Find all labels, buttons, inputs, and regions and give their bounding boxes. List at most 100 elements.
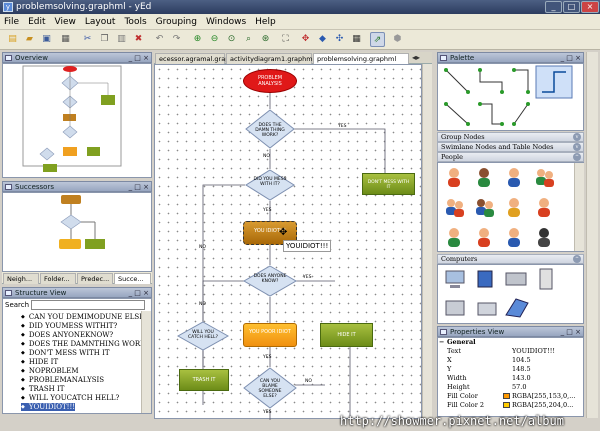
property-value[interactable]: 148.5: [512, 365, 531, 373]
node-decision-mess[interactable]: [245, 169, 295, 201]
print-icon[interactable]: ▦: [61, 34, 70, 44]
panel-window-buttons[interactable]: _ □ ×: [560, 328, 581, 336]
property-value[interactable]: 104.5: [512, 356, 531, 364]
copy-icon[interactable]: ❐: [100, 34, 109, 44]
tab-document-2[interactable]: activitydiagram1.graphml: [226, 53, 314, 64]
node-dont-mess[interactable]: DON'T MESS WITH IT: [362, 173, 415, 195]
node-decision-works[interactable]: [245, 109, 295, 149]
diagram-canvas[interactable]: PROBLEM ANALYSIS DOES THE DAMN THING WOR…: [154, 64, 422, 420]
layout-icon[interactable]: ◆: [319, 34, 326, 44]
node-decision-anyone[interactable]: [242, 265, 298, 297]
node-decision-blame[interactable]: [243, 367, 297, 409]
panel-window-buttons[interactable]: _ □ ×: [560, 54, 581, 62]
menu-help[interactable]: Help: [255, 16, 276, 27]
structure-scrollbar[interactable]: [141, 311, 151, 413]
node-decision-catch[interactable]: [176, 321, 230, 351]
zoom-area-icon[interactable]: ⌕: [245, 34, 252, 44]
menu-file[interactable]: File: [4, 16, 20, 27]
successors-panel-title[interactable]: Successors _ □ ×: [2, 181, 152, 192]
node-start[interactable]: PROBLEM ANALYSIS: [243, 69, 297, 93]
delete-icon[interactable]: ✖: [134, 34, 143, 44]
menu-edit[interactable]: Edit: [28, 16, 46, 27]
maximize-button[interactable]: □: [563, 1, 580, 13]
tab-neighbors[interactable]: Neigh...: [3, 273, 39, 284]
list-item[interactable]: WILL YOUCATCH HELL?: [21, 394, 119, 402]
panel-window-buttons[interactable]: _ □ ×: [128, 183, 149, 191]
zoom-in-icon[interactable]: ⊕: [193, 34, 202, 44]
cut-icon[interactable]: ✂: [83, 34, 92, 44]
expand-icon[interactable]: v: [573, 143, 581, 151]
canvas-vertical-scrollbar[interactable]: [422, 64, 432, 419]
list-item[interactable]: TRASH IT: [21, 385, 65, 393]
expand-icon[interactable]: v: [573, 133, 581, 141]
zoom-fit-icon[interactable]: ⊙: [227, 34, 236, 44]
palette-scrollbar[interactable]: [574, 163, 584, 251]
node-trash-it[interactable]: TRASH IT: [179, 369, 229, 391]
list-item[interactable]: DID YOUMESS WITHIT?: [21, 322, 117, 330]
menu-grouping[interactable]: Grouping: [155, 16, 197, 27]
palette-section-computers[interactable]: Computers^: [437, 254, 584, 264]
grab-tool-icon[interactable]: ✥: [301, 34, 310, 44]
search-input[interactable]: [31, 300, 145, 310]
property-value[interactable]: RGBA[255,204,0...: [512, 401, 574, 409]
overview-panel-title[interactable]: Overview _ □ ×: [2, 52, 152, 63]
property-value[interactable]: RGBA[255,153,0,...: [512, 392, 576, 400]
menu-tools[interactable]: Tools: [124, 16, 147, 27]
properties-section-general[interactable]: −General: [437, 338, 584, 346]
menu-layout[interactable]: Layout: [84, 16, 116, 27]
menu-windows[interactable]: Windows: [205, 16, 247, 27]
grid-icon[interactable]: ▦: [352, 34, 361, 44]
list-item[interactable]: DOES THE DAMNTHING WORK?: [21, 340, 149, 348]
snap-lines-icon[interactable]: ⇗: [370, 32, 385, 47]
tab-document-1[interactable]: ecessor.agramal.graphml: [155, 53, 242, 64]
successors-canvas[interactable]: [2, 192, 152, 272]
open-folder-icon[interactable]: ▰: [26, 34, 33, 44]
collapse-icon[interactable]: ^: [573, 255, 581, 263]
close-button[interactable]: ×: [581, 1, 599, 13]
tab-successors[interactable]: Succe...: [114, 273, 151, 284]
palette-panel-title[interactable]: Palette _ □ ×: [437, 52, 584, 63]
property-value[interactable]: 143.0: [512, 374, 531, 382]
redo-icon[interactable]: ↷: [172, 34, 181, 44]
tab-folders[interactable]: Folder...: [40, 273, 76, 284]
menu-view[interactable]: View: [54, 16, 76, 27]
node-hide-it[interactable]: HIDE IT: [320, 323, 373, 347]
save-icon[interactable]: ▣: [42, 34, 51, 44]
paste-icon[interactable]: ▥: [117, 34, 126, 44]
zoom-selection-icon[interactable]: ⊛: [261, 34, 270, 44]
orthogonal-edges-icon[interactable]: ⬢: [393, 34, 402, 44]
tab-document-active[interactable]: problemsolving.graphml: [313, 53, 409, 64]
minimize-button[interactable]: _: [545, 1, 562, 13]
list-item[interactable]: PROBLEMANALYSIS: [21, 376, 104, 384]
list-item[interactable]: CAN YOU DEMIMODUNE ELSE: [21, 313, 144, 321]
tab-predecessors[interactable]: Predec...: [77, 273, 113, 284]
properties-panel-title[interactable]: Properties View _ □ ×: [437, 326, 584, 337]
new-document-icon[interactable]: ▤: [8, 34, 17, 44]
panel-window-buttons[interactable]: _ □ ×: [128, 289, 149, 297]
property-value[interactable]: 57.0: [512, 383, 527, 391]
overview-canvas[interactable]: [2, 63, 152, 178]
fit-content-icon[interactable]: ⛶: [282, 34, 289, 44]
hierarchy-icon[interactable]: ✣: [335, 34, 344, 44]
palette-section-people[interactable]: People^: [437, 152, 584, 162]
structure-panel-title[interactable]: Structure View _ □ ×: [2, 287, 152, 298]
collapse-icon[interactable]: ^: [573, 153, 581, 161]
list-item[interactable]: NOPROBLEM: [21, 367, 79, 375]
section-collapse-icon[interactable]: −: [439, 338, 445, 346]
list-item[interactable]: DOES ANYONEKNOW?: [21, 331, 113, 339]
panel-window-buttons[interactable]: _ □ ×: [128, 54, 149, 62]
node-poor-idiot[interactable]: YOU POOR IDIOT: [243, 323, 297, 347]
property-value[interactable]: YOUIDIOT!!!: [512, 347, 555, 355]
list-item[interactable]: DON'T MESS WITH IT: [21, 349, 110, 357]
list-item[interactable]: HIDE IT: [21, 358, 58, 366]
undo-icon[interactable]: ↶: [155, 34, 164, 44]
